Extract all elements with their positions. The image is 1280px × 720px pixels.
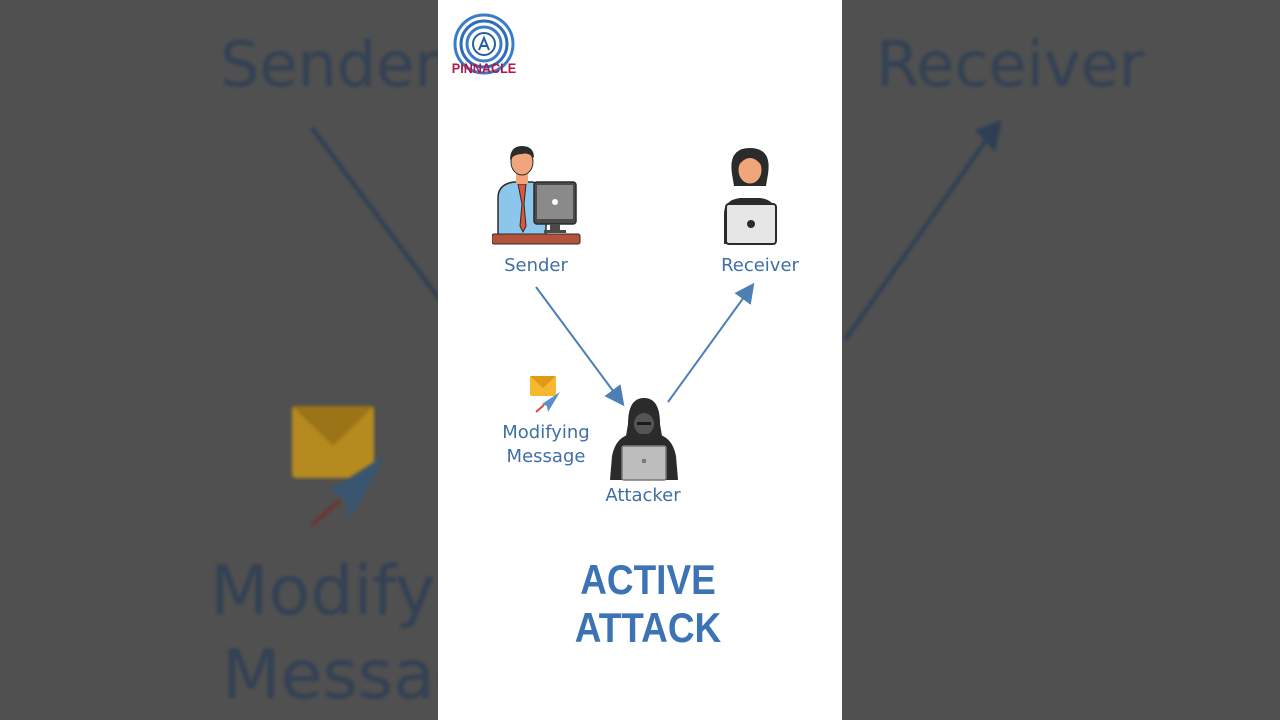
sender-figure-icon <box>492 146 581 245</box>
flow-arrows <box>535 282 755 407</box>
backdrop-plane-trail <box>311 498 341 527</box>
backdrop-arrow-right <box>843 130 994 342</box>
backdrop-arrowhead <box>975 120 1002 152</box>
backdrop-envelope-flap <box>292 406 374 446</box>
receiver-label: Receiver <box>721 255 799 276</box>
backdrop-arrow-left <box>310 126 442 302</box>
backdrop-plane-icon <box>330 455 385 520</box>
brand-name: PINNACLE <box>451 60 517 76</box>
receiver-figure-icon <box>724 148 777 245</box>
backdrop-sender-label: Sender <box>220 28 440 101</box>
envelope-plane-icon <box>530 376 560 413</box>
diagram-title: ACTIVE ATTACK <box>574 556 722 651</box>
attacker-label: Attacker <box>605 485 681 506</box>
arrow-attacker-to-receiver <box>667 282 755 403</box>
sender-label: Sender <box>504 255 568 276</box>
diagram-panel: PINNACLE Sender Receiver <box>438 0 842 720</box>
arrow-sender-to-attacker <box>535 286 625 407</box>
backdrop-receiver-label: Receiver <box>876 28 1145 101</box>
pinnacle-logo-icon <box>453 13 515 75</box>
attacker-figure-icon <box>610 398 678 481</box>
